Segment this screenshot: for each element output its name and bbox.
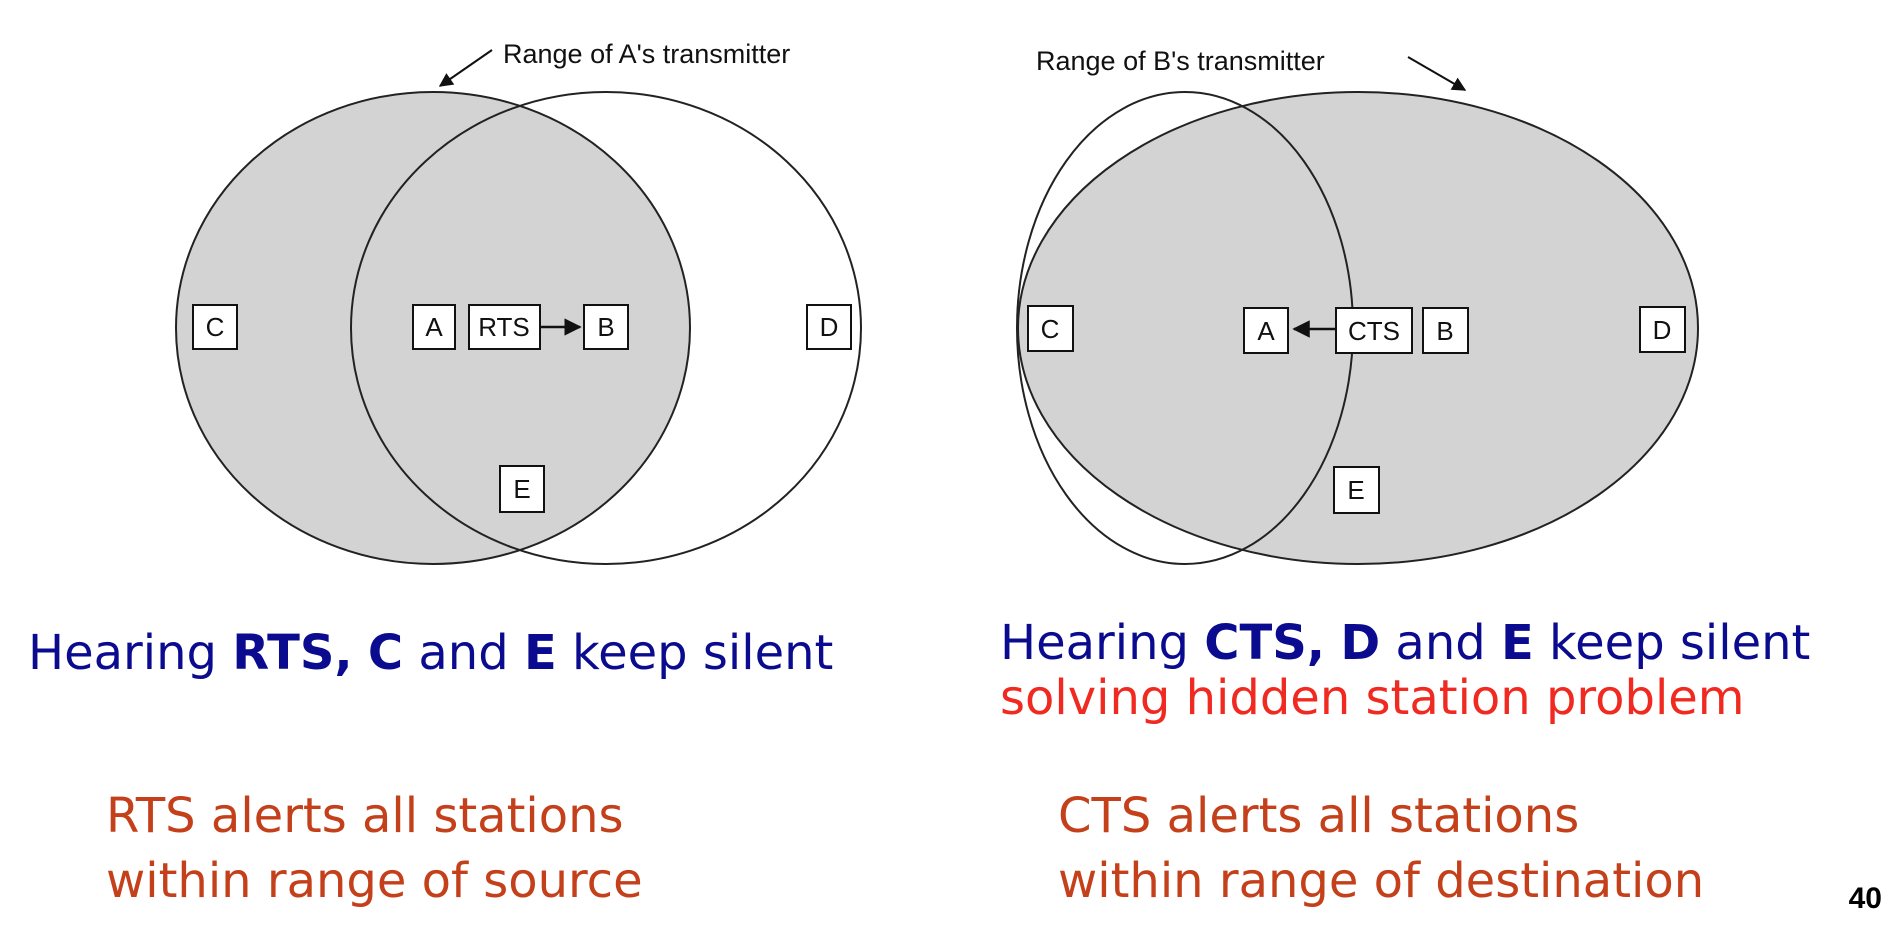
svg-text:A: A [1257,316,1275,346]
left-note: RTS alerts all stations within range of … [106,784,643,914]
range-b-label: Range of B's transmitter [1036,46,1325,76]
svg-text:C: C [1041,314,1060,344]
node-e-right: E [1333,466,1380,514]
right-caption: Hearing CTS, D and E keep silent solving… [1000,615,1811,727]
right-panel: Range of B's transmitter C A CTS B D E [1016,46,1699,565]
svg-text:C: C [206,312,225,342]
right-caption-line1: Hearing CTS, D and E keep silent [1000,615,1811,671]
left-caption: Hearing RTS, C and E keep silent [28,625,834,681]
node-e: E [499,465,545,513]
right-note-line2: within range of destination [1058,852,1705,909]
svg-text:B: B [1436,316,1453,346]
svg-text:RTS: RTS [478,312,530,342]
range-b-outline-right [1017,91,1699,565]
node-a-right: A [1243,307,1289,354]
right-caption-line2: solving hidden station problem [1000,670,1745,727]
node-a: A [412,304,456,350]
page-number: 40 [1848,882,1882,915]
cts-frame: CTS [1335,307,1413,354]
node-d-right: D [1639,306,1686,353]
range-b-outline [350,91,862,565]
svg-text:A: A [425,312,443,342]
node-b: B [583,304,629,350]
right-note-line1: CTS alerts all stations [1058,788,1580,844]
right-note: CTS alerts all stations within range of … [1058,784,1704,914]
node-c-right: C [1027,305,1074,352]
range-a-label: Range of A's transmitter [503,39,790,69]
left-note-line2: within range of source [106,852,643,909]
range-a-overlap-right [1018,92,1353,564]
svg-text:D: D [1653,315,1672,345]
svg-text:B: B [597,312,614,342]
range-a-pointer-arrow [438,49,493,87]
svg-text:E: E [513,474,530,504]
svg-text:CTS: CTS [1348,316,1400,346]
svg-text:D: D [820,312,839,342]
left-panel: Range of A's transmitter C A RTS B D E [175,39,862,565]
node-c: C [192,304,238,350]
node-b-right: B [1422,307,1469,354]
rts-frame: RTS [468,304,541,350]
range-b-pointer-arrow [1407,56,1467,91]
range-a-outline [175,91,691,565]
svg-text:E: E [1347,475,1364,505]
node-d: D [806,304,852,350]
left-note-line1: RTS alerts all stations [106,788,624,844]
